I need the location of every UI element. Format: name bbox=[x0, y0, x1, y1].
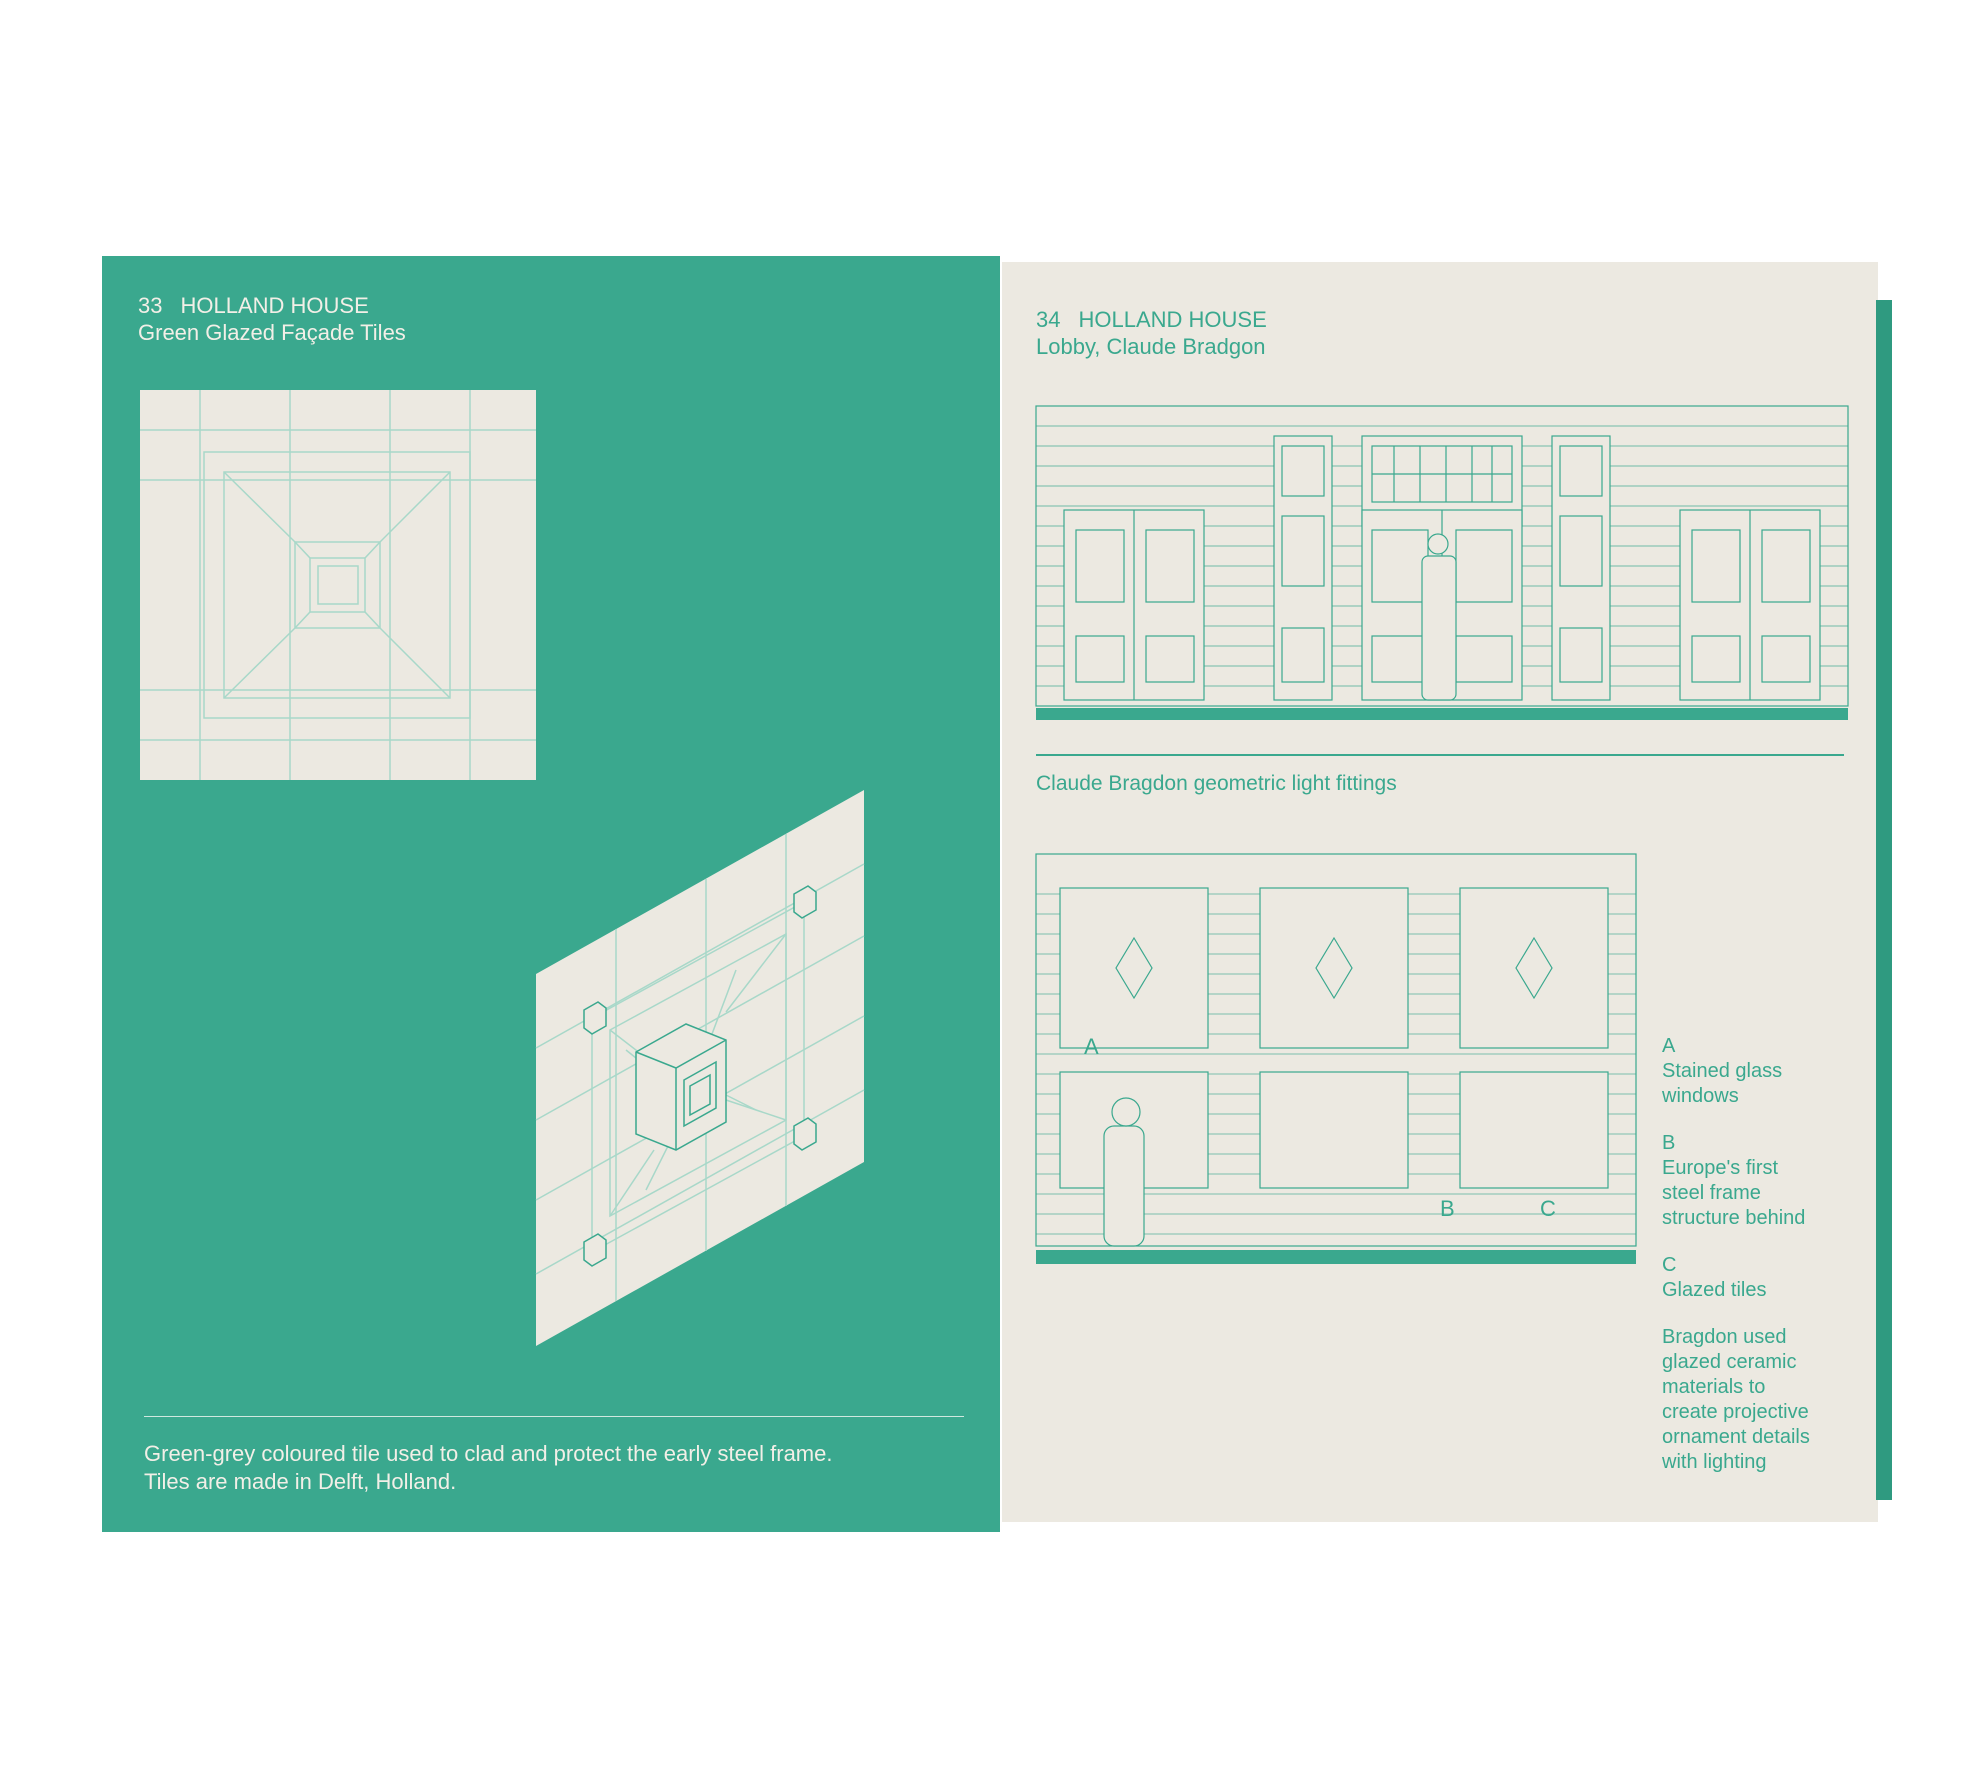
legend-item-b: B Europe's first steel frame structure b… bbox=[1662, 1132, 1806, 1229]
left-page-subtitle: Green Glazed Façade Tiles bbox=[138, 320, 406, 345]
label-c: C bbox=[1540, 1196, 1556, 1221]
right-page: 34 HOLLAND HOUSE Lobby, Claude Bradgon bbox=[1002, 262, 1878, 1522]
lobby-elevation-drawing bbox=[1035, 405, 1849, 720]
caption-line-2: Tiles are made in Delft, Holland. bbox=[144, 1469, 457, 1494]
legend: A Stained glass windows B Europe's first… bbox=[1662, 1034, 1862, 1497]
left-page: 33 HOLLAND HOUSE Green Glazed Façade Tile… bbox=[102, 256, 1000, 1532]
section-title: Claude Bragdon geometric light fittings bbox=[1036, 772, 1397, 795]
legend-item-a: A Stained glass windows bbox=[1662, 1035, 1783, 1107]
right-page-title: HOLLAND HOUSE bbox=[1078, 307, 1267, 332]
right-page-divider bbox=[1036, 754, 1844, 756]
legend-item-c: C Glazed tiles bbox=[1662, 1254, 1767, 1301]
left-page-number: 33 bbox=[138, 293, 163, 318]
left-page-title: HOLLAND HOUSE bbox=[180, 293, 369, 318]
tile-isometric-drawing bbox=[535, 790, 865, 1346]
label-b: B bbox=[1440, 1196, 1455, 1221]
page-edge bbox=[1876, 300, 1892, 1500]
light-fittings-drawing: A B C bbox=[1035, 853, 1637, 1264]
right-page-subtitle: Lobby, Claude Bradgon bbox=[1036, 334, 1266, 359]
caption-line-1: Green-grey coloured tile used to clad an… bbox=[144, 1441, 833, 1466]
right-page-header: 34 HOLLAND HOUSE Lobby, Claude Bradgon bbox=[1036, 306, 1267, 360]
left-page-divider bbox=[144, 1416, 964, 1417]
tile-elevation-drawing bbox=[140, 390, 536, 780]
left-page-caption: Green-grey coloured tile used to clad an… bbox=[144, 1440, 984, 1496]
right-page-number: 34 bbox=[1036, 307, 1061, 332]
legend-note: Bragdon used glazed ceramic materials to… bbox=[1662, 1326, 1810, 1473]
left-page-header: 33 HOLLAND HOUSE Green Glazed Façade Tile… bbox=[138, 292, 406, 346]
label-a: A bbox=[1084, 1034, 1099, 1059]
